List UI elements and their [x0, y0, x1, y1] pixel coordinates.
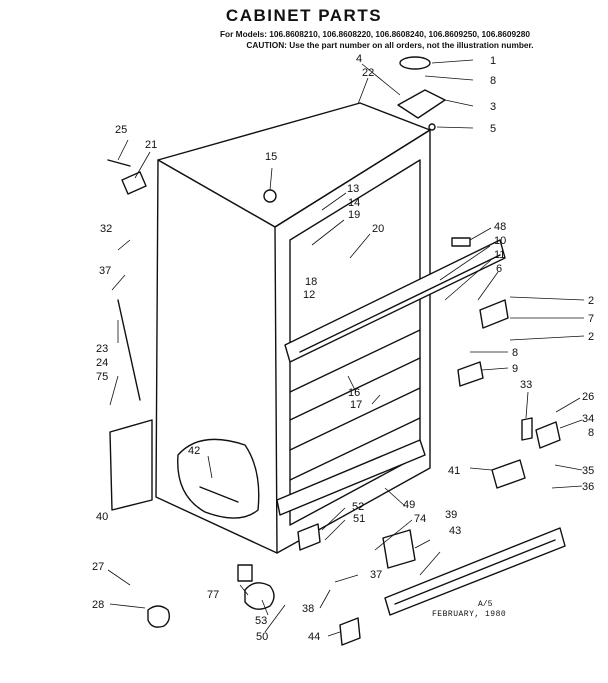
callout-2-lower: 2 — [588, 331, 594, 343]
callout-75: 75 — [96, 371, 108, 383]
callout-41: 41 — [448, 465, 460, 477]
callout-50: 50 — [256, 631, 268, 643]
screw-25 — [107, 159, 131, 167]
top-hinge — [397, 89, 446, 119]
cabinet-front-frame — [274, 129, 431, 554]
callout-5: 5 — [490, 123, 496, 135]
callout-43: 43 — [449, 525, 461, 537]
clip-77 — [237, 564, 253, 582]
divider-mullion — [284, 239, 506, 363]
callout-14: 14 — [348, 197, 360, 209]
hinge-pin-21 — [121, 171, 147, 195]
callout-52: 52 — [352, 501, 364, 513]
callout-32: 32 — [100, 223, 112, 235]
callout-22: 22 — [362, 67, 374, 79]
roller-28 — [147, 605, 171, 628]
callout-37: 37 — [99, 265, 111, 277]
callout-38: 38 — [302, 603, 314, 615]
side-label-plate — [177, 438, 260, 519]
lower-hinge-34 — [535, 421, 561, 449]
callout-27: 27 — [92, 561, 104, 573]
callout-35: 35 — [582, 465, 594, 477]
callout-17: 17 — [350, 399, 362, 411]
footer-date: FEBRUARY, 1980 — [432, 610, 507, 619]
drain-pan-39 — [382, 529, 416, 569]
callout-8: 8 — [490, 75, 496, 87]
bracket-48 — [451, 237, 471, 247]
bracket-33 — [521, 417, 533, 441]
callout-20: 20 — [372, 223, 384, 235]
callout-26: 26 — [582, 391, 594, 403]
bottom-rail — [276, 439, 426, 516]
hinge-41 — [491, 459, 526, 489]
model-list: For Models: 106.8608210, 106.8608220, 10… — [219, 29, 530, 39]
callout-19: 19 — [348, 209, 360, 221]
callout-36: 36 — [582, 481, 594, 493]
callout-34: 34 — [582, 413, 594, 425]
callout-21: 21 — [145, 139, 157, 151]
callout-12: 12 — [303, 289, 315, 301]
hinge-bracket-7 — [479, 299, 509, 329]
rear-panel — [109, 419, 153, 511]
leveler-44 — [339, 617, 361, 646]
callout-33: 33 — [520, 379, 532, 391]
callout-23: 23 — [96, 343, 108, 355]
page-title: CABINET PARTS — [225, 6, 383, 25]
bracket-52 — [297, 523, 321, 551]
callout-28: 28 — [92, 599, 104, 611]
callout-9: 9 — [512, 363, 518, 375]
callout-2: 2 — [588, 295, 594, 307]
footer-reference: A/5 — [478, 600, 493, 609]
callout-18: 18 — [305, 276, 317, 288]
callout-49: 49 — [403, 499, 415, 511]
hinge-cap — [399, 56, 431, 70]
callout-1: 1 — [490, 55, 496, 67]
callout-44: 44 — [308, 631, 320, 643]
callout-51: 51 — [353, 513, 365, 525]
callout-8-low: 8 — [588, 427, 594, 439]
callout-25: 25 — [115, 124, 127, 136]
callout-16: 16 — [348, 387, 360, 399]
callout-15: 15 — [265, 151, 277, 163]
callout-4: 4 — [356, 53, 362, 65]
callout-48: 48 — [494, 221, 506, 233]
callout-8-mid: 8 — [512, 347, 518, 359]
callout-10: 10 — [494, 235, 506, 247]
callout-37-lower: 37 — [370, 569, 382, 581]
callout-39: 39 — [445, 509, 457, 521]
callout-53: 53 — [255, 615, 267, 627]
callout-6: 6 — [496, 263, 502, 275]
callout-24: 24 — [96, 357, 108, 369]
callout-3: 3 — [490, 101, 496, 113]
tube-rod — [117, 299, 141, 401]
caster-53 — [244, 582, 275, 610]
callout-74: 74 — [414, 513, 426, 525]
callout-40: 40 — [96, 511, 108, 523]
caution-note: CAUTION: Use the part number on all orde… — [246, 40, 534, 50]
door-stop-9 — [457, 361, 484, 387]
callout-11: 11 — [494, 249, 505, 261]
callout-77: 77 — [207, 589, 219, 601]
callout-13: 13 — [347, 183, 359, 195]
callout-42: 42 — [188, 445, 200, 457]
callout-7: 7 — [588, 313, 594, 325]
